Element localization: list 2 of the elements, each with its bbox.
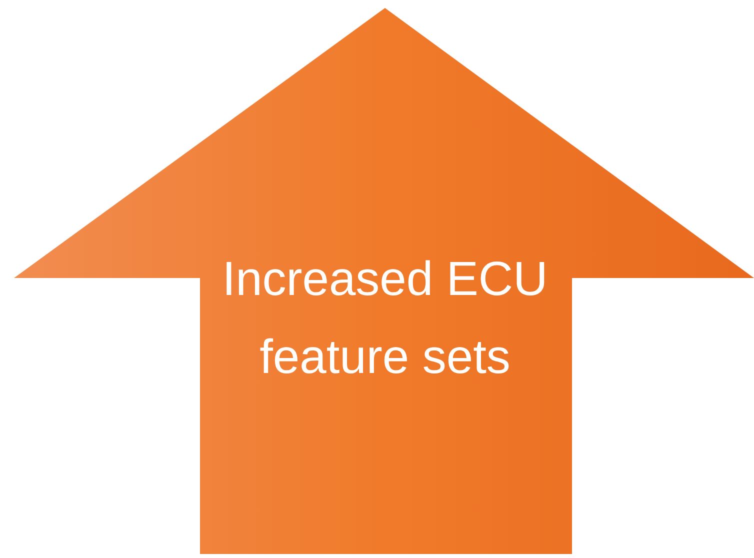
arrow-label: Increased ECU feature sets: [221, 252, 549, 386]
up-arrow-shape: [12, 6, 754, 556]
